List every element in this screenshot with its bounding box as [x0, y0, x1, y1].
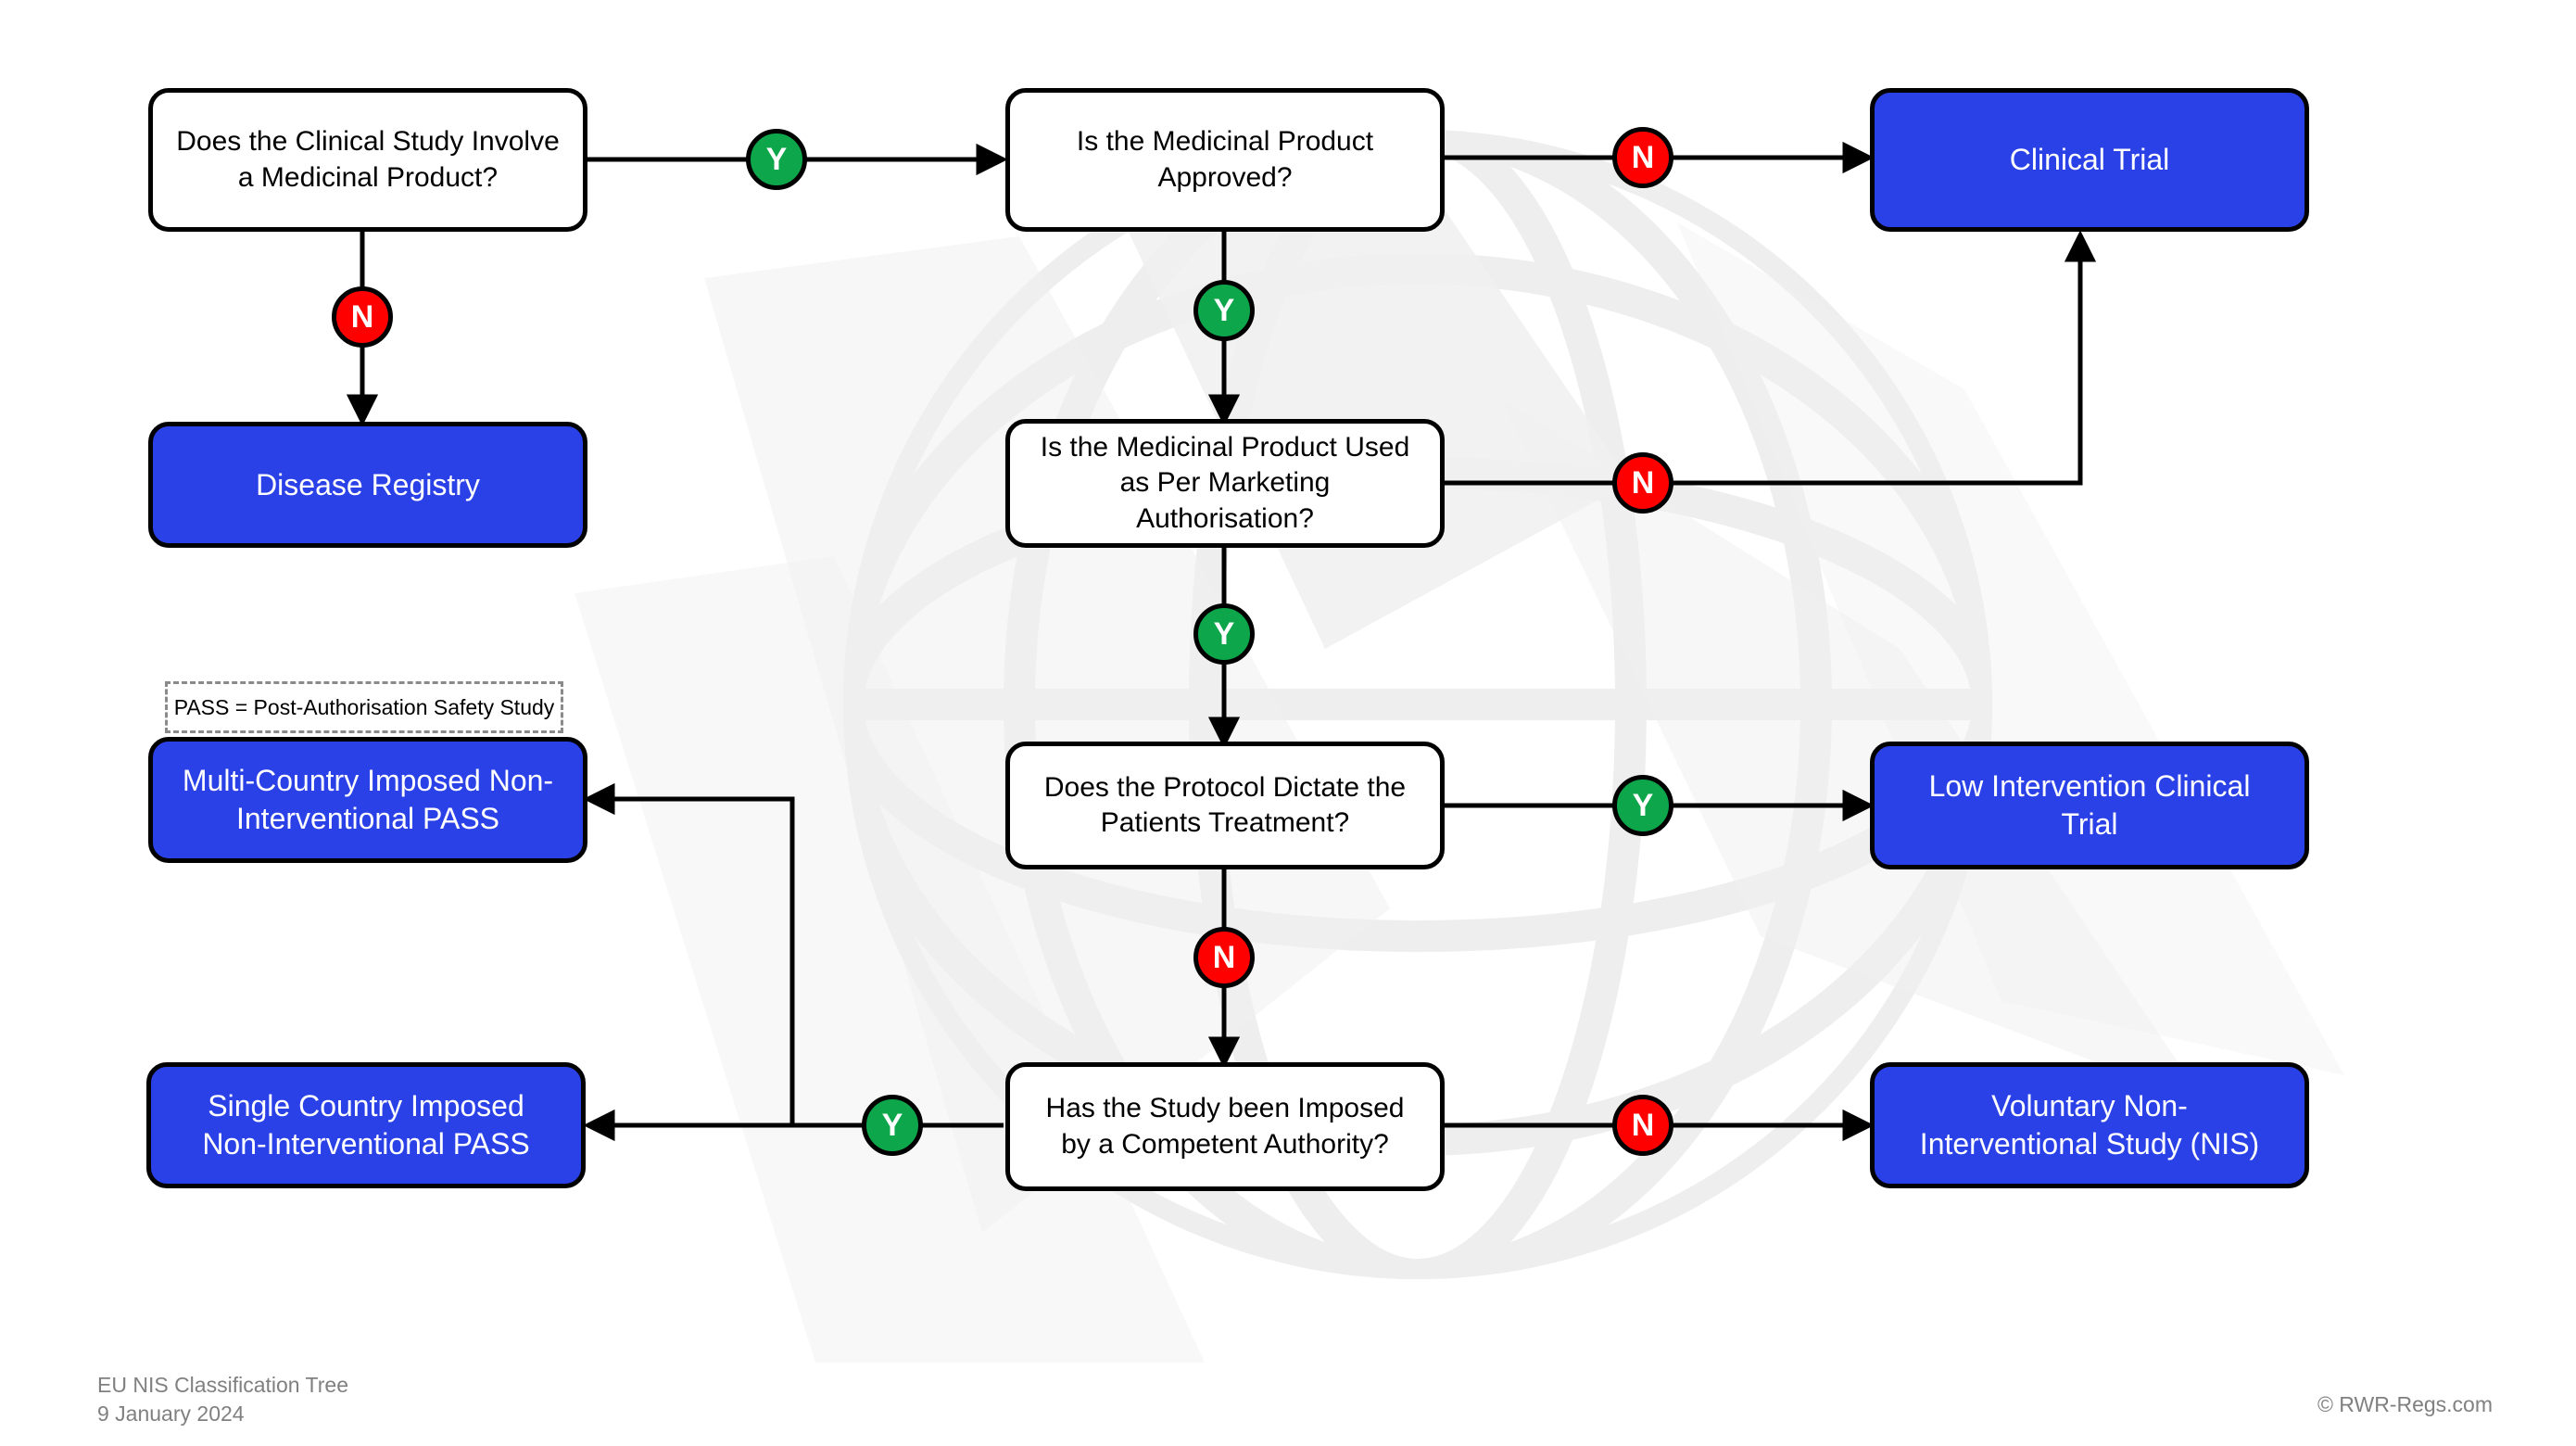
badge-label: N	[1212, 939, 1236, 975]
node-label: Disease Registry	[256, 467, 480, 501]
badge-label: Y	[881, 1107, 903, 1143]
badge-label: N	[1631, 464, 1655, 501]
node-outcome-disease-registry[interactable]: Disease Registry	[148, 422, 587, 548]
node-question-protocol-dictate[interactable]: Does the Protocol Dictate the Patients T…	[1005, 742, 1445, 869]
badge-no-medicinal-product: N	[332, 286, 393, 348]
badge-label: Y	[1213, 292, 1235, 328]
node-label: Is the Medicinal Product Approved?	[1076, 126, 1374, 193]
node-label: Clinical Trial	[2009, 143, 2170, 177]
node-outcome-voluntary-nis[interactable]: Voluntary Non- Interventional Study (NIS…	[1870, 1062, 2309, 1188]
node-outcome-multi-country-pass[interactable]: Multi-Country Imposed Non- Interventiona…	[148, 737, 587, 863]
legend-text: PASS = Post-Authorisation Safety Study	[173, 694, 555, 719]
badge-label: Y	[1213, 615, 1235, 652]
node-question-competent-authority[interactable]: Has the Study been Imposed by a Competen…	[1005, 1062, 1445, 1191]
badge-label: N	[1631, 1107, 1655, 1143]
badge-label: Y	[1632, 787, 1654, 823]
node-label: Low Intervention Clinical Trial	[1928, 769, 2251, 841]
badge-yes-marketing-authorisation: Y	[1193, 603, 1255, 665]
badge-label: Y	[765, 141, 788, 177]
node-label: Does the Protocol Dictate the Patients T…	[1043, 771, 1407, 838]
badge-no-approved: N	[1612, 127, 1673, 188]
node-label: Does the Clinical Study Involve a Medici…	[176, 126, 560, 193]
footer-copyright-text: © RWR-Regs.com	[2317, 1392, 2493, 1416]
node-outcome-low-intervention-trial[interactable]: Low Intervention Clinical Trial	[1870, 742, 2309, 869]
badge-yes-competent-authority: Y	[862, 1095, 923, 1156]
badge-no-marketing-authorisation: N	[1612, 452, 1673, 514]
node-outcome-single-country-pass[interactable]: Single Country Imposed Non-Interventiona…	[146, 1062, 586, 1188]
badge-yes-medicinal-product: Y	[746, 129, 807, 190]
badge-no-competent-authority: N	[1612, 1095, 1673, 1156]
node-question-marketing-authorisation[interactable]: Is the Medicinal Product Used as Per Mar…	[1005, 419, 1445, 548]
badge-yes-approved: Y	[1193, 280, 1255, 341]
footer-title: EU NIS Classification Tree	[97, 1373, 348, 1397]
footer-copyright: © RWR-Regs.com	[2317, 1392, 2493, 1417]
legend-pass-abbreviation: PASS = Post-Authorisation Safety Study	[165, 681, 563, 733]
node-label: Single Country Imposed Non-Interventiona…	[202, 1089, 530, 1161]
node-label: Has the Study been Imposed by a Competen…	[1045, 1093, 1405, 1160]
node-outcome-clinical-trial[interactable]: Clinical Trial	[1870, 88, 2309, 232]
footer-date: 9 January 2024	[97, 1402, 245, 1427]
badge-label: N	[1631, 139, 1655, 175]
node-label: Is the Medicinal Product Used as Per Mar…	[1040, 431, 1410, 534]
badge-yes-protocol-dictate: Y	[1612, 775, 1673, 836]
node-question-approved[interactable]: Is the Medicinal Product Approved?	[1005, 88, 1445, 232]
badge-no-protocol-dictate: N	[1193, 927, 1255, 988]
footer-title-block: EU NIS Classification Tree 9 January 202…	[97, 1371, 348, 1428]
node-label: Voluntary Non- Interventional Study (NIS…	[1919, 1089, 2260, 1161]
badge-label: N	[350, 298, 374, 335]
node-question-medicinal-product[interactable]: Does the Clinical Study Involve a Medici…	[148, 88, 587, 232]
node-label: Multi-Country Imposed Non- Interventiona…	[182, 764, 554, 835]
